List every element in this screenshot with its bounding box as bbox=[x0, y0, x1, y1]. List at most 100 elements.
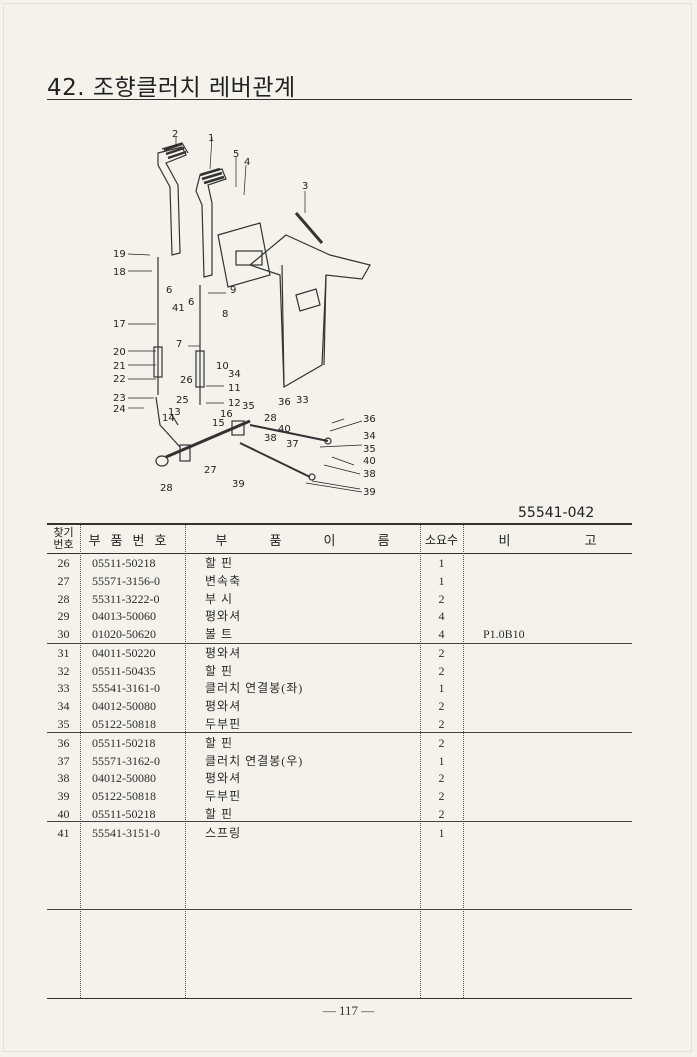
callout-23: 23 bbox=[113, 393, 126, 404]
table-bottom-rule bbox=[47, 998, 632, 999]
callout-11: 11 bbox=[228, 383, 241, 394]
row-quantity: 2 bbox=[438, 699, 445, 714]
shaft-27 bbox=[165, 419, 251, 459]
table-row: 41 55541-3151-0 스프링 1 bbox=[47, 825, 632, 843]
row-find-number: 32 bbox=[57, 663, 70, 678]
callout-28a: 28 bbox=[264, 413, 277, 424]
callout-34a: 34 bbox=[228, 369, 241, 380]
callout-17: 17 bbox=[113, 319, 126, 330]
row-part-number: 01020-50620 bbox=[92, 627, 156, 642]
callout-40a: 40 bbox=[278, 424, 291, 435]
row-find-number: 27 bbox=[57, 573, 70, 588]
header-quantity: 소요수 bbox=[424, 532, 459, 547]
callout-15: 15 bbox=[212, 418, 225, 429]
row-find-number: 36 bbox=[57, 735, 70, 750]
header-rule bbox=[47, 553, 632, 554]
row-part-number: 05511-50435 bbox=[92, 663, 156, 678]
row-quantity: 2 bbox=[438, 789, 445, 804]
row-part-number: 55541-3161-0 bbox=[92, 681, 160, 696]
row-part-number: 04012-50080 bbox=[92, 771, 156, 786]
row-find-number: 31 bbox=[57, 645, 70, 660]
row-find-number: 40 bbox=[57, 806, 70, 821]
row-find-number: 33 bbox=[57, 681, 70, 696]
callout-6b: 6 bbox=[188, 297, 194, 308]
row-part-number: 55571-3162-0 bbox=[92, 753, 160, 768]
callout-19: 19 bbox=[113, 249, 126, 260]
callout-4: 4 bbox=[244, 157, 250, 168]
row-part-name: 평와셔 bbox=[205, 645, 242, 660]
row-find-number: 39 bbox=[57, 789, 70, 804]
group-rule bbox=[47, 643, 632, 644]
row-find-number: 37 bbox=[57, 753, 70, 768]
page-title: 42. 조향클러치 레버관계 bbox=[47, 75, 296, 101]
row-quantity: 1 bbox=[438, 573, 445, 588]
callout-3: 3 bbox=[302, 181, 308, 192]
callout-27: 27 bbox=[204, 465, 217, 476]
callout-7: 7 bbox=[176, 339, 182, 350]
row-quantity: 1 bbox=[438, 556, 445, 570]
row-find-number: 28 bbox=[57, 591, 70, 606]
table-row: 27 55571-3156-0 변속축 1 bbox=[47, 573, 632, 591]
callout-14: 14 bbox=[162, 413, 175, 424]
callout-10: 10 bbox=[216, 361, 229, 372]
callout-24: 24 bbox=[113, 404, 126, 415]
row-part-name: 할 핀 bbox=[205, 806, 234, 821]
row-part-name: 볼 트 bbox=[205, 627, 234, 642]
row-part-name: 스프링 bbox=[205, 825, 242, 840]
callout-39b: 39 bbox=[363, 487, 376, 498]
lever-1-shape bbox=[195, 168, 227, 278]
callout-38b: 38 bbox=[363, 469, 376, 480]
callout-13: 13 bbox=[168, 407, 181, 418]
callout-5: 5 bbox=[233, 149, 239, 160]
callout-12: 12 bbox=[228, 398, 241, 409]
row-part-number: 55541-3151-0 bbox=[92, 825, 160, 840]
callout-21: 21 bbox=[113, 361, 126, 372]
row-part-name: 두부핀 bbox=[205, 789, 242, 804]
header-part-number: 부품번호 bbox=[88, 533, 177, 549]
row-part-number: 55311-3222-0 bbox=[92, 591, 160, 606]
row-part-name: 평와셔 bbox=[205, 609, 242, 624]
row-quantity: 2 bbox=[438, 645, 445, 660]
callout-28b: 28 bbox=[160, 483, 173, 494]
callout-36b: 36 bbox=[363, 414, 376, 425]
bracket-plate bbox=[248, 234, 371, 389]
lever-2-shape bbox=[157, 146, 187, 256]
column-divider bbox=[80, 525, 81, 998]
callout-38a: 38 bbox=[264, 433, 277, 444]
row-quantity: 4 bbox=[438, 627, 445, 642]
row-find-number: 35 bbox=[57, 717, 70, 732]
row-quantity: 1 bbox=[438, 753, 445, 768]
row-quantity: 1 bbox=[438, 825, 445, 840]
row-part-number: 04011-50220 bbox=[92, 645, 156, 660]
callout-36a: 36 bbox=[278, 397, 291, 408]
callout-25: 25 bbox=[176, 395, 189, 406]
callout-34b: 34 bbox=[363, 431, 376, 442]
row-part-number: 05511-50218 bbox=[92, 735, 156, 750]
group-rule bbox=[47, 909, 632, 910]
column-divider bbox=[185, 525, 186, 998]
row-part-number: 05511-50218 bbox=[92, 556, 156, 570]
column-divider bbox=[420, 525, 421, 998]
row-find-number: 41 bbox=[57, 825, 70, 840]
rod-37 bbox=[239, 442, 311, 478]
callout-22: 22 bbox=[113, 374, 126, 385]
row-part-number: 55571-3156-0 bbox=[92, 573, 160, 588]
row-quantity: 2 bbox=[438, 591, 445, 606]
row-part-name: 변속축 bbox=[205, 573, 242, 588]
row-quantity: 2 bbox=[438, 735, 445, 750]
diagram-reference-code: 55541-042 bbox=[518, 505, 595, 521]
row-quantity: 1 bbox=[438, 681, 445, 696]
table-row: 31 04011-50220 평와셔 2 bbox=[47, 645, 632, 663]
row-part-number: 04013-50060 bbox=[92, 609, 156, 624]
callout-2: 2 bbox=[172, 129, 178, 140]
row-find-number: 38 bbox=[57, 771, 70, 786]
group-rule bbox=[47, 821, 632, 822]
row-part-name: 할 핀 bbox=[205, 663, 234, 678]
